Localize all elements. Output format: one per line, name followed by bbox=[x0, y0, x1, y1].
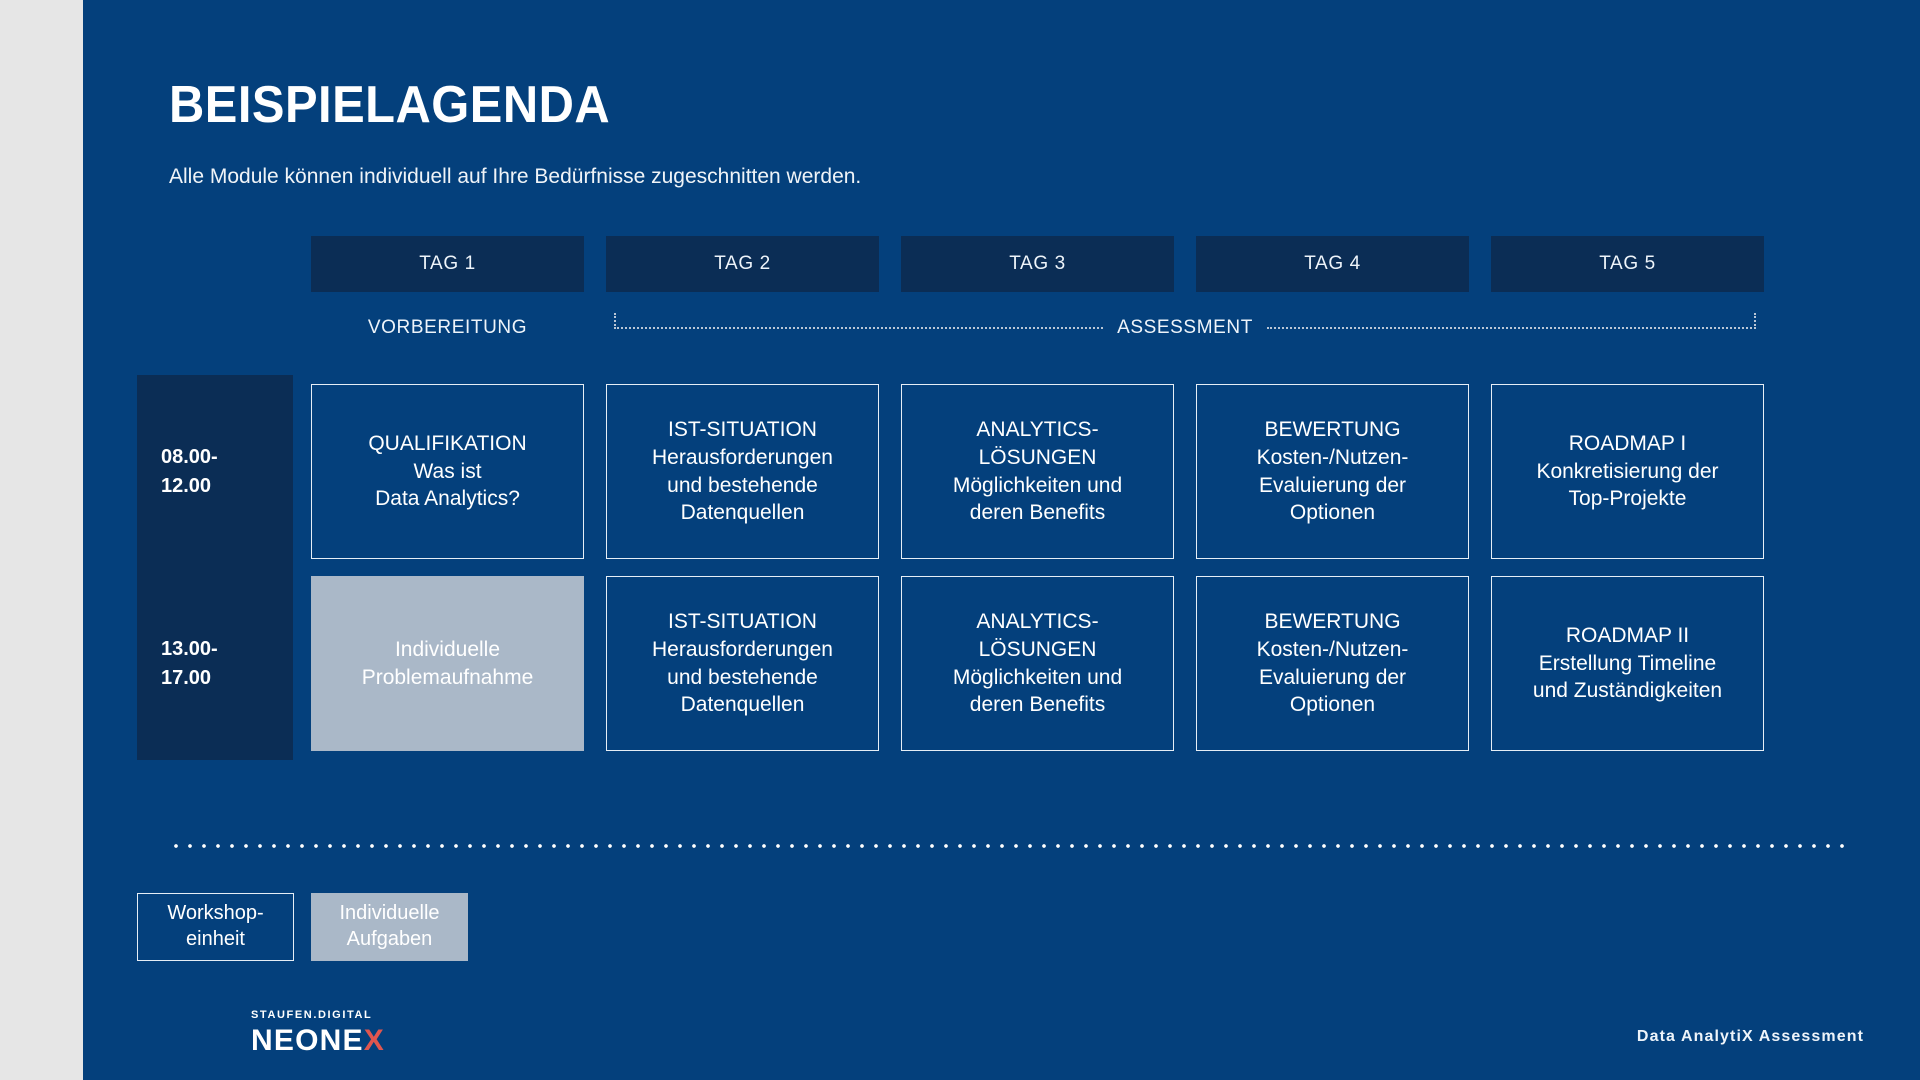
legend-item-1[interactable]: Workshop-einheit bbox=[137, 893, 294, 961]
day-header-row: TAG 1 TAG 2 TAG 3 TAG 4 TAG 5 bbox=[83, 236, 1920, 292]
day-header-2: TAG 2 bbox=[606, 236, 879, 292]
time-slot-label: 13.00-17.00 bbox=[161, 637, 218, 689]
logo-wordmark-white: NEONE bbox=[251, 1024, 364, 1057]
time-slot-label: 08.00-12.00 bbox=[161, 445, 218, 497]
assessment-bracket-tick-right bbox=[1754, 313, 1756, 329]
assessment-bracket-tick-left bbox=[614, 313, 616, 329]
dotted-separator bbox=[169, 843, 1853, 849]
day-header-4: TAG 4 bbox=[1196, 236, 1469, 292]
time-slot-1: 08.00-12.00 bbox=[137, 375, 293, 568]
day-header-label: TAG 2 bbox=[714, 253, 771, 274]
day-header-label: TAG 1 bbox=[419, 253, 476, 274]
day-header-5: TAG 5 bbox=[1491, 236, 1764, 292]
phase-label-vorbereitung: VORBEREITUNG bbox=[367, 317, 528, 338]
assessment-bracket-line-left bbox=[614, 327, 1104, 329]
day-header-label: TAG 3 bbox=[1009, 253, 1066, 274]
day-header-label: TAG 4 bbox=[1304, 253, 1361, 274]
footer-deck-name: Data AnalytiX Assessment bbox=[1636, 1028, 1864, 1045]
legend-item-label: Workshop-einheit bbox=[167, 902, 264, 950]
phase-label-assessment: ASSESSMENT bbox=[1117, 317, 1253, 338]
page-subtitle: Alle Module können individuell auf Ihre … bbox=[169, 165, 862, 188]
page-title: BEISPIELAGENDA bbox=[169, 76, 611, 134]
left-margin-strip bbox=[0, 0, 83, 1080]
slide-canvas: BEISPIELAGENDA Alle Module können indivi… bbox=[83, 0, 1920, 1080]
day-header-3: TAG 3 bbox=[901, 236, 1174, 292]
phase-label-row: VORBEREITUNG ASSESSMENT bbox=[83, 312, 1920, 344]
day-header-1: TAG 1 bbox=[311, 236, 584, 292]
logo-tagline: STAUFEN.DIGITAL bbox=[251, 1009, 373, 1021]
day-header-label: TAG 5 bbox=[1599, 253, 1656, 274]
assessment-bracket-line-right bbox=[1266, 327, 1756, 329]
logo-wordmark-accent: X bbox=[363, 1024, 385, 1057]
time-slot-2: 13.00-17.00 bbox=[137, 567, 293, 760]
